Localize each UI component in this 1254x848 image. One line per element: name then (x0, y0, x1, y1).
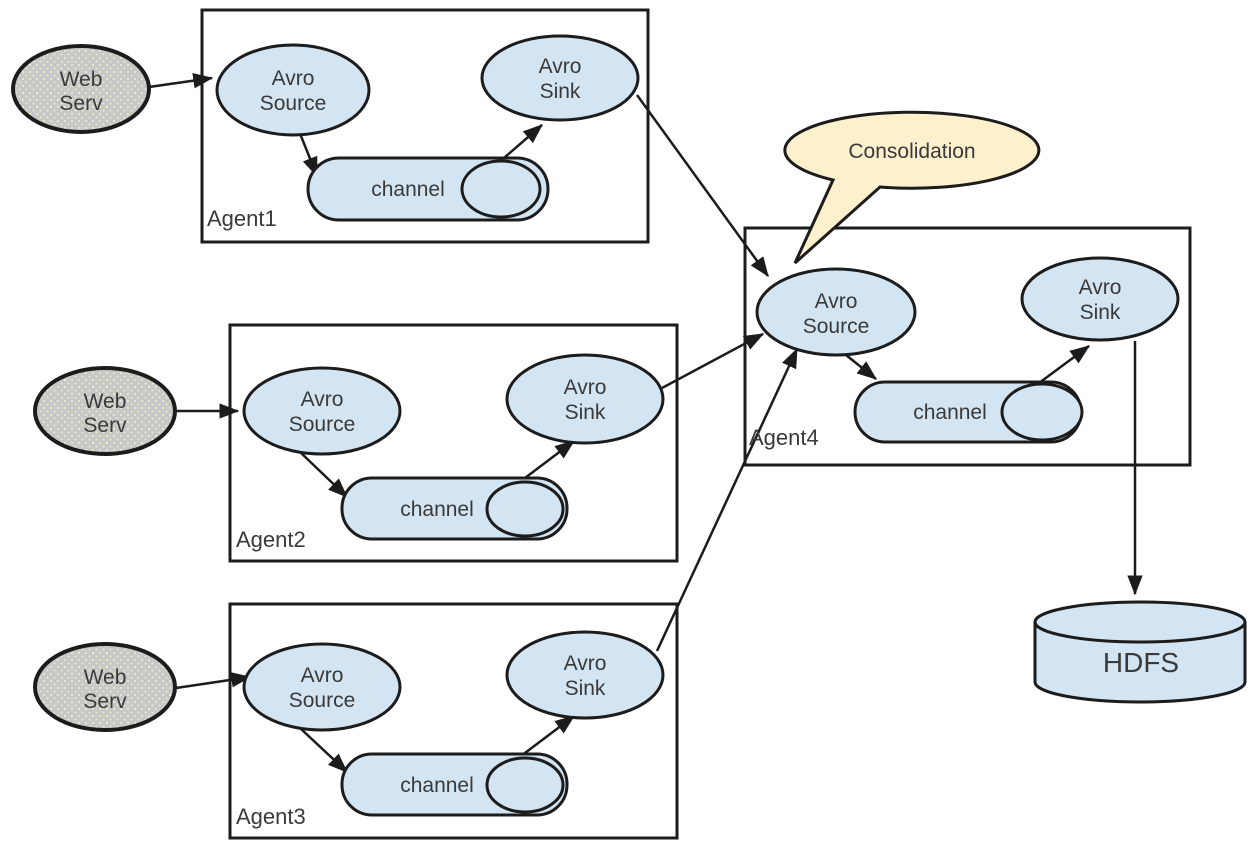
agent1-avro-source-label-line2: Source (260, 92, 327, 115)
web-server-3: Web Serv (33, 642, 177, 732)
agent4-avro-source-label-line2: Source (803, 315, 870, 338)
agent3-avro-source-shape (242, 642, 402, 732)
agent2-label: Agent2 (236, 527, 306, 552)
agent4-label: Agent4 (749, 425, 819, 450)
agent4-channel-label: channel (913, 401, 987, 424)
agent2-avro-source-label-line1: Avro (301, 388, 344, 411)
agent3-group: Avro Source channel Avro Sink Agent3 (236, 630, 665, 829)
agent1-avro-source-label-line1: Avro (272, 67, 315, 90)
agent4-group: Avro Source channel Avro Sink Agent4 (749, 256, 1180, 450)
arrow-source2-to-channel2 (299, 451, 348, 498)
agent4-avro-source-label-line1: Avro (815, 290, 858, 313)
agent1-avro-sink-label-line1: Avro (539, 55, 582, 78)
agent2-avro-source-shape (242, 366, 402, 456)
agent1-channel-label: channel (371, 178, 445, 201)
agent4-avro-sink-label-line1: Avro (1079, 276, 1122, 299)
web-server-2-label-line2: Serv (83, 414, 127, 437)
agent1-avro-source-shape (215, 43, 371, 137)
agent2-channel-label: channel (400, 498, 474, 521)
agent2-group: Avro Source channel Avro Sink Agent2 (236, 353, 665, 552)
agent3-channel-buffer-shape (485, 756, 565, 814)
agent4-avro-source-shape (755, 267, 917, 357)
agent4-avro-sink-shape (1020, 256, 1180, 342)
web-server-2: Web Serv (33, 366, 177, 456)
hdfs-cylinder-body (1033, 622, 1247, 704)
web-server-1-label-line1: Web (60, 68, 103, 91)
agent1-label: Agent1 (207, 206, 277, 231)
web-server-3-shape (33, 642, 177, 732)
agent1-avro-sink-shape (480, 34, 640, 122)
arrow-channel2-to-sink2 (520, 440, 575, 482)
hdfs-cylinder-top (1033, 600, 1247, 644)
agent2-avro-sink-label-line2: Sink (565, 401, 606, 424)
agent3-avro-sink-shape (505, 630, 665, 720)
agent2-avro-source-label-line2: Source (289, 413, 356, 436)
arrow-sink2-to-agent4-source (661, 332, 765, 390)
arrow-webserv1-to-source1 (148, 72, 214, 89)
agent3-avro-source-label-line2: Source (289, 689, 356, 712)
consolidation-bubble-shape (783, 110, 1041, 265)
arrow-channel4-to-sink4 (1034, 344, 1091, 388)
agent3-label: Agent3 (236, 804, 306, 829)
web-server-1: Web Serv (11, 44, 151, 134)
agent1-avro-sink-label-line2: Sink (540, 80, 581, 103)
arrow-channel3-to-sink3 (520, 715, 575, 757)
arrow-webserv3-to-source3 (175, 672, 252, 690)
agent2-channel-buffer-shape (485, 480, 565, 538)
agent4-channel-buffer-shape (1000, 382, 1084, 442)
web-server-2-label-line1: Web (84, 390, 127, 413)
consolidation-callout: Consolidation (783, 110, 1041, 265)
web-server-3-label-line1: Web (84, 666, 127, 689)
agent3-avro-sink-label-line2: Sink (565, 677, 606, 700)
arrow-sink3-to-agent4-source (655, 347, 799, 652)
agent4-avro-sink-label-line2: Sink (1080, 301, 1121, 324)
web-server-3-label-line2: Serv (83, 690, 127, 713)
agent2-avro-sink-label-line1: Avro (564, 376, 607, 399)
agent3-channel-label: channel (400, 774, 474, 797)
hdfs-storage: HDFS (1033, 600, 1247, 704)
agent2-avro-sink-shape (505, 353, 665, 445)
agent3-avro-sink-label-line1: Avro (564, 652, 607, 675)
web-server-1-label-line2: Serv (59, 92, 103, 115)
consolidation-label: Consolidation (848, 140, 975, 163)
arrow-sink1-to-agent4-source (635, 94, 770, 278)
web-server-2-shape (33, 366, 177, 456)
web-server-1-shape (11, 44, 151, 134)
agent3-avro-source-label-line1: Avro (301, 664, 344, 687)
agent1-group: Avro Source channel Avro Sink Agent1 (207, 34, 640, 231)
arrow-source3-to-channel3 (299, 727, 348, 773)
hdfs-label: HDFS (1103, 647, 1179, 678)
agent1-channel-buffer-shape (460, 159, 542, 219)
